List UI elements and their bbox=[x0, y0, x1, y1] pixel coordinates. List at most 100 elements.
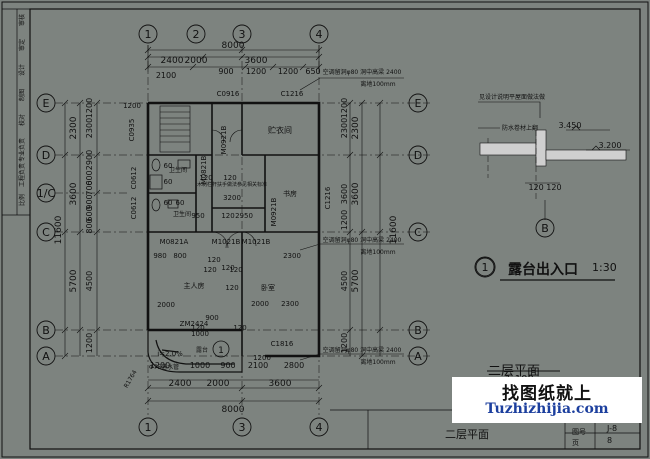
axis-bottom-4-circle bbox=[309, 417, 329, 437]
stair-marker-circle bbox=[212, 340, 230, 358]
ac-note-sub: 离地100mm bbox=[360, 358, 395, 366]
dim-left-outer: 11600 bbox=[54, 215, 64, 244]
dim-interior: 120 bbox=[221, 264, 234, 272]
dim-interior: 900 bbox=[205, 314, 218, 322]
dim-left-inner: 2900 bbox=[85, 150, 94, 170]
balcony-slope: i=2.0% bbox=[157, 350, 183, 358]
title-strip-cell: 工程负责 bbox=[18, 163, 26, 187]
dim-right-inner: 4500 bbox=[340, 271, 349, 291]
axis-top-4: 4 bbox=[316, 28, 323, 41]
exterior-walls bbox=[146, 101, 321, 358]
axis-top-1: 1 bbox=[145, 28, 152, 41]
dim-left-inner: 800 bbox=[85, 218, 94, 233]
dim-interior: 1200 bbox=[123, 102, 141, 110]
dim-interior: 120 bbox=[203, 266, 216, 274]
title-strip-cell: 校对 bbox=[18, 114, 26, 126]
dim-right-outer: 11600 bbox=[389, 215, 399, 244]
room-master: 主人房 bbox=[184, 281, 205, 290]
stair-marker: 1 bbox=[218, 346, 224, 356]
dim-left-inner: 600 bbox=[85, 206, 94, 221]
dim-right-inner: 1200 bbox=[340, 333, 349, 353]
axis-bottom-1: 1 bbox=[145, 421, 152, 434]
axis-left-C-circle bbox=[36, 222, 56, 242]
watermark-en: Tuzhizhijia.com bbox=[485, 401, 609, 417]
ac-note-label: 空调留洞φ80 洞中高梁 2400 bbox=[323, 346, 402, 354]
axis-left-E-circle bbox=[36, 93, 56, 113]
dim-bottom-row1: 2100 bbox=[248, 361, 268, 370]
ac-note-label: 空调留洞φ80 洞中高梁 2400 bbox=[323, 236, 402, 244]
door-window-code: C1216 bbox=[281, 90, 304, 98]
axis-left-1-C: 1/C bbox=[37, 187, 56, 200]
dim-left-inner: 900 bbox=[85, 194, 94, 209]
dim-left-inner: 1200 bbox=[85, 98, 94, 118]
dim-interior: 120 bbox=[225, 284, 238, 292]
dim-interior: 60 bbox=[164, 199, 173, 207]
door-swings bbox=[211, 129, 257, 249]
axis-bottom-3-circle bbox=[232, 417, 252, 437]
dim-interior: 120 bbox=[229, 266, 242, 274]
sheet-no: J-8 bbox=[607, 424, 618, 433]
dim-interior: 60 bbox=[176, 199, 185, 207]
detail-elev-high: 3.450 bbox=[559, 121, 582, 130]
door-window-code: C1216 bbox=[324, 186, 332, 209]
door-window-code: M0921B bbox=[220, 125, 228, 154]
axis-right-C: C bbox=[414, 226, 422, 239]
dim-interior: 120 bbox=[223, 174, 236, 182]
bathroom-fixtures bbox=[149, 158, 191, 212]
room-study: 书房 bbox=[283, 189, 297, 198]
axis-top-3-circle bbox=[232, 24, 252, 44]
axis-bottom-4: 4 bbox=[316, 421, 323, 434]
door-window-code: M0921B bbox=[270, 197, 278, 226]
dim-top-row3: 900 bbox=[218, 67, 233, 76]
detail-note-2: 防水卷材上翻 bbox=[502, 124, 538, 132]
axis-left-B-circle bbox=[36, 320, 56, 340]
axis-right-E: E bbox=[415, 97, 422, 110]
title-strip-cell: 设计 bbox=[18, 64, 26, 76]
dim-left-inner: 1200 bbox=[85, 333, 94, 353]
dim-interior: 980 bbox=[153, 252, 166, 260]
axis-left-D-circle bbox=[36, 145, 56, 165]
dim-interior: 120 bbox=[233, 324, 246, 332]
dim-interior: 60 bbox=[164, 178, 173, 186]
watermark-cn: 找图纸就上 bbox=[502, 384, 592, 404]
door-window-code: ZM2424 bbox=[180, 320, 209, 328]
balcony-drain: Φ75落水管 bbox=[149, 363, 179, 371]
detail-marker-circle bbox=[474, 256, 496, 278]
dim-right-mid: 5700 bbox=[351, 269, 361, 292]
title-strip-cell: 审核 bbox=[18, 14, 26, 26]
dim-top-total: 8000 bbox=[222, 41, 245, 51]
detail-marker-circle bbox=[475, 257, 495, 277]
dim-right-mid: 2300 bbox=[351, 116, 361, 139]
inner-border bbox=[29, 8, 641, 450]
dim-top-row2: 2000 bbox=[185, 56, 208, 66]
detail-title: 露台出入口 bbox=[508, 262, 578, 278]
detail-axis: B bbox=[541, 222, 549, 235]
axis-right-E-circle bbox=[408, 93, 428, 113]
dim-interior: 120 bbox=[199, 174, 212, 182]
balcony bbox=[147, 330, 243, 373]
dim-right-mid: 3600 bbox=[351, 182, 361, 205]
dim-interior: 1000 bbox=[191, 330, 209, 338]
axis-right-B: B bbox=[414, 324, 422, 337]
watermark-box: 找图纸就上 Tuzhizhijia.com bbox=[452, 377, 642, 423]
room-bath-2: 卫生间 bbox=[173, 210, 191, 218]
title-strip-cell: 制图 bbox=[18, 89, 26, 101]
hall-note: 木制栏杆扶手做法参见相关标准 bbox=[197, 181, 267, 188]
dim-bottom-row2: 3600 bbox=[269, 379, 292, 389]
title-strip-cell: 审定 bbox=[18, 39, 26, 51]
dimension-lines bbox=[61, 45, 384, 405]
axis-top-2: 2 bbox=[193, 28, 200, 41]
ac-leaders bbox=[299, 77, 404, 361]
dim-interior: 3200 bbox=[223, 194, 241, 202]
dim-top-row3: 650 bbox=[305, 67, 320, 76]
dim-bottom-row2: 2400 bbox=[169, 379, 192, 389]
title-strip-cell: 比例 bbox=[18, 194, 26, 206]
door-window-code: M1021B bbox=[242, 238, 271, 246]
axis-left-E: E bbox=[43, 97, 50, 110]
door-window-code: M0821B bbox=[200, 155, 208, 184]
dim-interior: 2950 bbox=[235, 212, 253, 220]
dim-bottom-row1: 1000 bbox=[190, 361, 210, 370]
dim-interior: 120 bbox=[207, 256, 220, 264]
